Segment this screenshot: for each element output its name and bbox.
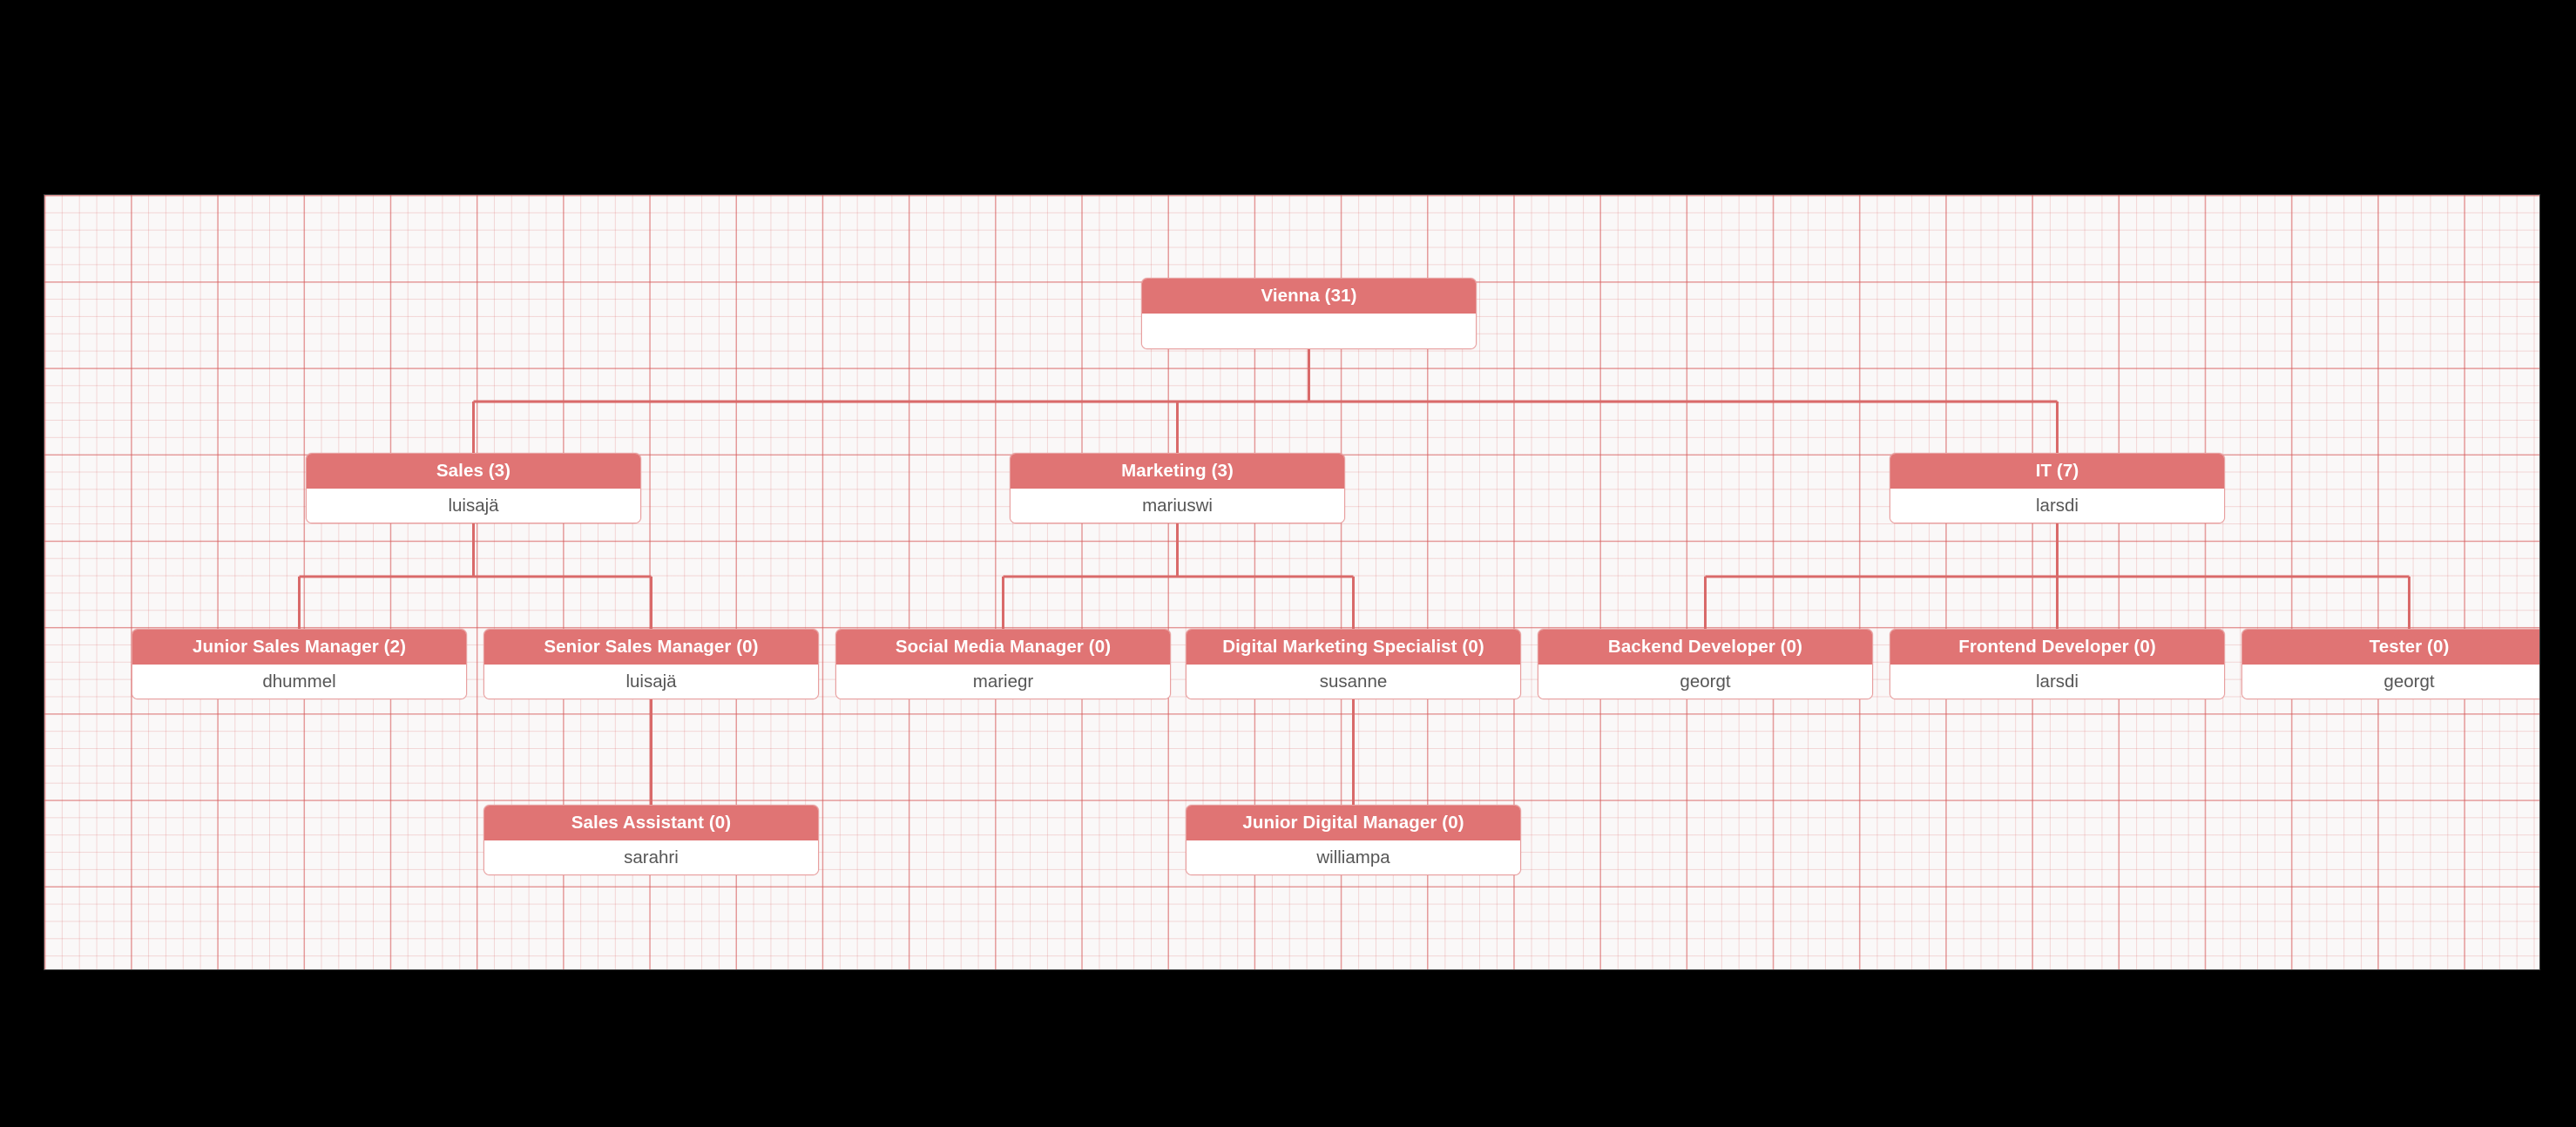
- org-node-title: Marketing (3): [1011, 454, 1344, 489]
- org-node-title: Social Media Manager (0): [836, 630, 1170, 665]
- org-node-subtitle: larsdi: [1890, 489, 2224, 523]
- org-node-title: Frontend Developer (0): [1890, 630, 2224, 665]
- org-node-subtitle: sarahri: [484, 840, 818, 874]
- org-node-subtitle: larsdi: [1890, 665, 2224, 698]
- org-node-subtitle: luisajä: [307, 489, 640, 523]
- org-node-title: Vienna (31): [1142, 279, 1476, 314]
- org-node-jdm[interactable]: Junior Digital Manager (0)williampa: [1186, 805, 1521, 875]
- org-node-tester[interactable]: Tester (0)georgt: [2241, 629, 2539, 699]
- org-node-title: Junior Digital Manager (0): [1187, 806, 1520, 840]
- org-node-jsm[interactable]: Junior Sales Manager (2)dhummel: [132, 629, 467, 699]
- org-node-smm[interactable]: Social Media Manager (0)mariegr: [835, 629, 1171, 699]
- org-node-subtitle: georgt: [1538, 665, 1872, 698]
- org-node-title: Junior Sales Manager (2): [132, 630, 466, 665]
- org-node-mkt[interactable]: Marketing (3)mariuswi: [1010, 453, 1345, 523]
- org-node-title: Sales (3): [307, 454, 640, 489]
- org-node-dms[interactable]: Digital Marketing Specialist (0)susanne: [1186, 629, 1521, 699]
- org-node-title: Senior Sales Manager (0): [484, 630, 818, 665]
- org-node-vienna[interactable]: Vienna (31): [1141, 278, 1477, 349]
- org-node-title: Sales Assistant (0): [484, 806, 818, 840]
- org-node-subtitle: dhummel: [132, 665, 466, 698]
- org-node-it[interactable]: IT (7)larsdi: [1890, 453, 2225, 523]
- org-node-title: Backend Developer (0): [1538, 630, 1872, 665]
- org-node-title: IT (7): [1890, 454, 2224, 489]
- org-node-fed[interactable]: Frontend Developer (0)larsdi: [1890, 629, 2225, 699]
- org-node-sa[interactable]: Sales Assistant (0)sarahri: [483, 805, 819, 875]
- org-node-subtitle: mariuswi: [1011, 489, 1344, 523]
- org-node-subtitle: [1142, 314, 1476, 348]
- org-node-subtitle: georgt: [2242, 665, 2539, 698]
- org-node-title: Tester (0): [2242, 630, 2539, 665]
- org-node-title: Digital Marketing Specialist (0): [1187, 630, 1520, 665]
- org-node-subtitle: luisajä: [484, 665, 818, 698]
- org-node-sales[interactable]: Sales (3)luisajä: [306, 453, 641, 523]
- org-node-subtitle: williampa: [1187, 840, 1520, 874]
- org-node-ssm[interactable]: Senior Sales Manager (0)luisajä: [483, 629, 819, 699]
- org-node-bed[interactable]: Backend Developer (0)georgt: [1538, 629, 1873, 699]
- org-node-subtitle: susanne: [1187, 665, 1520, 698]
- org-node-subtitle: mariegr: [836, 665, 1170, 698]
